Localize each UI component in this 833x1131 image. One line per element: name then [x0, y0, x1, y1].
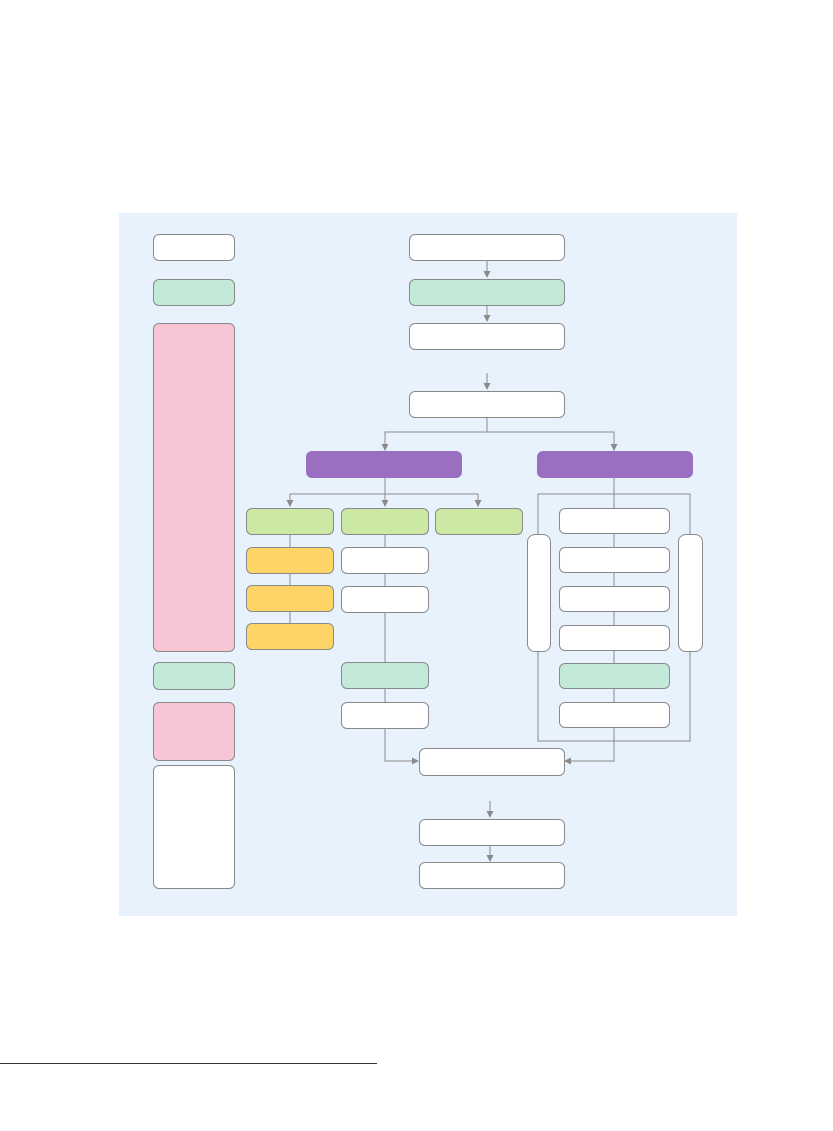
- right-step-box-6: [559, 702, 670, 728]
- stage-box-2: [153, 279, 235, 306]
- right-step-box-1: [559, 508, 670, 534]
- right-step-box-4: [559, 625, 670, 651]
- connector-merge-right: [564, 728, 615, 765]
- sub-branch-box-1: [246, 508, 334, 535]
- stage-box-4: [153, 662, 235, 690]
- connector-split: [384, 417, 615, 449]
- sub2-child-box-1: [341, 547, 429, 574]
- sub2-child-box-3: [341, 662, 429, 689]
- sub1-child-box-3: [246, 623, 334, 650]
- flow-box-top-3: [409, 323, 565, 350]
- stage-box-6: [153, 765, 235, 889]
- sub-branch-box-2: [341, 508, 429, 535]
- sub2-child-box-4: [341, 702, 429, 729]
- right-step-box-3: [559, 586, 670, 612]
- footnote-rule: [0, 1063, 377, 1064]
- stage-box-3: [153, 323, 235, 652]
- merge-box-2: [419, 819, 565, 846]
- stage-box-1: [153, 234, 235, 261]
- flow-box-top-1: [409, 234, 565, 261]
- connector-left-branch-split: [289, 478, 479, 505]
- sub1-child-box-2: [246, 585, 334, 612]
- stage-box-5: [153, 702, 235, 761]
- connector-merge-left: [384, 728, 419, 765]
- right-side-box-right: [678, 534, 703, 652]
- merge-box-1: [419, 748, 565, 776]
- right-step-box-5: [559, 663, 670, 689]
- branch-box-left: [306, 451, 462, 478]
- branch-box-right: [537, 451, 693, 478]
- sub1-child-box-1: [246, 547, 334, 574]
- flow-box-top-4: [409, 391, 565, 418]
- right-step-box-2: [559, 547, 670, 573]
- sub2-child-box-2: [341, 586, 429, 613]
- sub-branch-box-3: [435, 508, 523, 535]
- merge-box-3: [419, 862, 565, 889]
- flow-box-top-2: [409, 279, 565, 306]
- right-side-box-left: [527, 534, 551, 652]
